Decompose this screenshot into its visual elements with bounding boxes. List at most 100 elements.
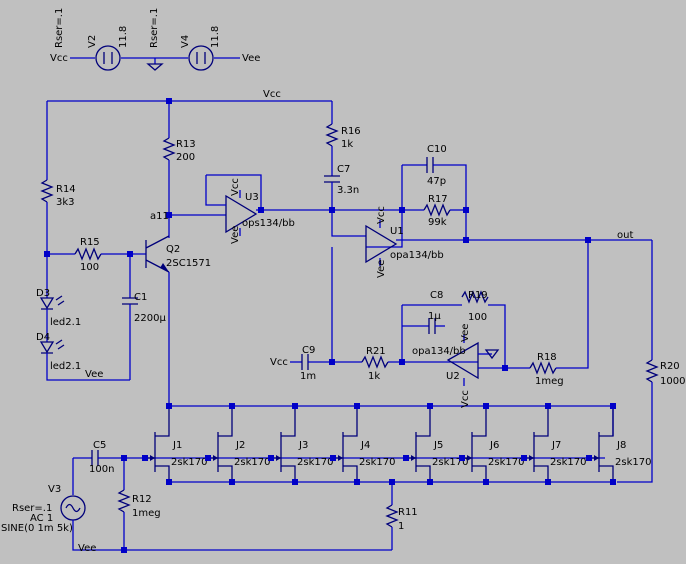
r19-name: R19: [468, 290, 488, 301]
resistor-r17: [423, 203, 451, 217]
r13-value: 200: [176, 152, 195, 163]
r19-value: 100: [468, 312, 487, 323]
resistor-r13: [162, 137, 176, 161]
jfet-array: J12sk170J22sk170J32sk170J42sk170J52sk170…: [142, 403, 651, 485]
jfet-name-j4: J4: [360, 440, 370, 451]
r18-name: R18: [537, 352, 557, 363]
resistor-r11: [385, 504, 399, 528]
resistor-r19: [461, 290, 489, 304]
jfet-name-j6: J6: [489, 440, 499, 451]
r12-value: 1meg: [132, 508, 161, 519]
r20-value: 1000: [660, 376, 685, 387]
c1-value: 2200µ: [134, 313, 166, 324]
v4-value: 11.8: [210, 26, 221, 48]
u2-model: opa134/bb: [412, 346, 466, 357]
jfet-model-j7: 2sk170: [550, 457, 586, 468]
r14-value: 3k3: [56, 197, 75, 208]
r17-name: R17: [428, 194, 448, 205]
v3-sine: SINE(0 1m 5k): [1, 523, 73, 534]
r15-name: R15: [80, 237, 100, 248]
u2-name: U2: [446, 371, 460, 382]
r17-value: 99k: [428, 217, 447, 228]
vee-diode-label: Vee: [85, 369, 103, 380]
u2-vcc: Vcc: [460, 390, 471, 408]
c5-name: C5: [93, 440, 106, 451]
jfet-model-j8: 2sk170: [615, 457, 651, 468]
v2-name: V2: [87, 35, 98, 48]
c8-value: 1µ: [428, 311, 441, 322]
opamp-u3: [225, 194, 258, 234]
jfet-j6: J6 2sk170: [459, 403, 524, 485]
jfet-name-j8: J8: [616, 440, 626, 451]
vcc-top-label: Vcc: [50, 53, 68, 64]
jfet-j7: J7 2sk170: [521, 403, 586, 485]
r11-name: R11: [398, 507, 418, 518]
out-label: out: [617, 230, 633, 241]
v3-rser: Rser=.1: [12, 503, 52, 514]
capacitor-c9: [301, 354, 309, 370]
resistor-r16: [325, 123, 339, 147]
u1-model: opa134/bb: [390, 250, 444, 261]
u1-name: U1: [390, 226, 404, 237]
resistor-r21: [361, 355, 389, 369]
v2-value: 11.8: [118, 26, 129, 48]
node-a11: a11: [150, 211, 169, 222]
r14-name: R14: [56, 184, 76, 195]
led-d3: [39, 297, 55, 310]
supply-v4: [143, 45, 240, 71]
led-d4: [39, 341, 55, 354]
jfet-name-j7: J7: [551, 440, 561, 451]
r11-value: 1: [398, 521, 404, 532]
capacitor-c10: [426, 157, 434, 173]
jfet-j8: J8 2sk170: [586, 403, 651, 485]
opamp-u2: [446, 341, 479, 380]
u1-vee: Vee: [376, 260, 387, 278]
resistor-r12: [117, 489, 131, 513]
v4-name: V4: [180, 35, 191, 48]
r21-name: R21: [366, 346, 386, 357]
ground-symbol: [146, 58, 164, 71]
supply-v2: [70, 45, 143, 71]
resistor-r15: [74, 247, 102, 261]
jfet-model-j1: 2sk170: [171, 457, 207, 468]
c9-value: 1m: [300, 371, 316, 382]
c5-value: 100n: [89, 464, 114, 475]
resistor-r14: [40, 179, 54, 203]
v2-rser: Rser=.1: [54, 8, 65, 48]
r15-value: 100: [80, 262, 99, 273]
c10-name: C10: [427, 144, 447, 155]
jfet-j4: J4 2sk170: [330, 403, 395, 485]
u3-vcc: Vcc: [230, 178, 241, 196]
u3-model: ops134/bb: [242, 218, 295, 229]
jfet-model-j5: 2sk170: [432, 457, 468, 468]
r16-value: 1k: [341, 139, 353, 150]
jfet-model-j6: 2sk170: [488, 457, 524, 468]
jfet-model-j4: 2sk170: [359, 457, 395, 468]
c1-name: C1: [134, 292, 147, 303]
v3-ac: AC 1: [30, 513, 53, 524]
r18-value: 1meg: [535, 376, 564, 387]
vcc-c9-label: Vcc: [270, 357, 288, 368]
d4-name: D4: [36, 332, 50, 343]
d3-model: led2.1: [50, 317, 81, 328]
q2-name: Q2: [166, 244, 180, 255]
resistor-r18: [529, 361, 557, 375]
q2-model: 2SC1571: [166, 258, 211, 269]
u3-name: U3: [245, 192, 259, 203]
u1-vcc: Vcc: [376, 206, 387, 224]
c8-name: C8: [430, 290, 443, 301]
opamp-u1: [365, 224, 398, 264]
drain-bus: [169, 405, 614, 436]
vee-bottom-label: Vee: [78, 543, 96, 554]
u3-vee: Vee: [230, 226, 241, 244]
v3-name: V3: [48, 484, 61, 495]
capacitor-c7: [324, 175, 340, 183]
jfet-model-j2: 2sk170: [234, 457, 270, 468]
vee-top-label: Vee: [242, 53, 260, 64]
